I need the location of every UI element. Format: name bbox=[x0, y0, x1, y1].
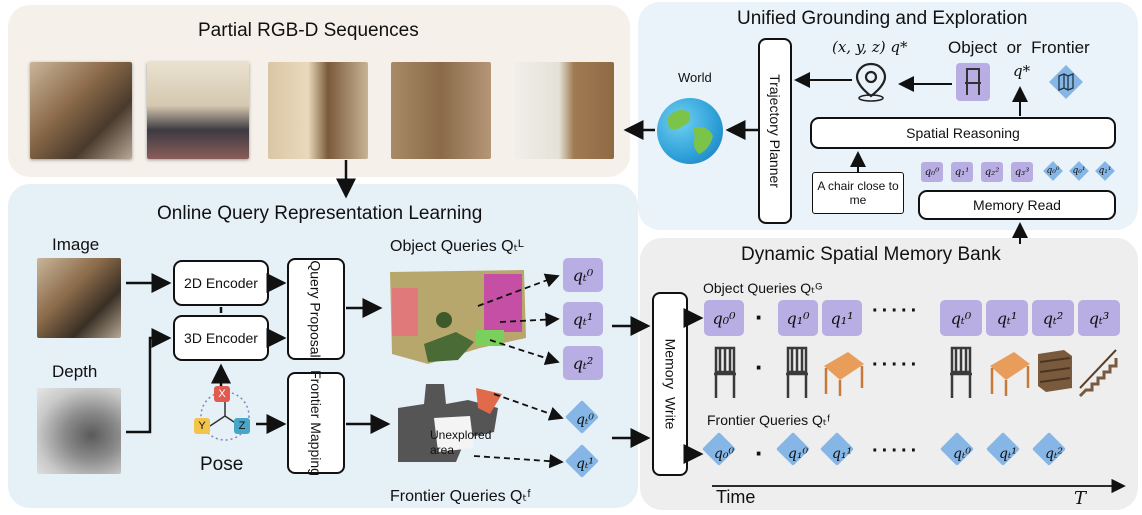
dyn-frontier-query-5: qₜ¹ bbox=[988, 434, 1028, 474]
rgbd-frame-5 bbox=[514, 62, 614, 159]
dyn-frontier-query-3: q₁¹ bbox=[822, 434, 862, 474]
small-object-query-3: q₂² bbox=[981, 162, 1003, 182]
table-icon-1 bbox=[820, 346, 866, 403]
map-frontier-icon bbox=[1046, 62, 1086, 102]
input-image bbox=[37, 258, 121, 338]
unified-title: Unified Grounding and Exploration bbox=[737, 8, 1028, 29]
dyn-object-query-7: qₜ³ bbox=[1078, 300, 1120, 336]
instruction-box: A chair close to me bbox=[812, 172, 904, 214]
frontier-mapping-box: Frontier Mapping bbox=[287, 370, 345, 476]
query-proposal-box: Query Proposal bbox=[287, 258, 345, 360]
time-label: Time bbox=[716, 487, 756, 507]
small-frontier-query-2: q₀¹ bbox=[1070, 162, 1088, 180]
dyn-frontier-query-1: q₀⁰ bbox=[704, 434, 744, 474]
depth-label: Depth bbox=[52, 362, 98, 381]
chair-icon-3 bbox=[944, 344, 978, 405]
globe-icon bbox=[657, 98, 723, 164]
memory-write-label: Memory Write bbox=[662, 338, 678, 430]
rgbd-frame-1 bbox=[30, 62, 132, 159]
object-queries-label: Object Queries Qₜᴸ bbox=[390, 238, 524, 255]
query-proposal-label: Query Proposal bbox=[308, 260, 324, 358]
small-frontier-query-3: q₁¹ bbox=[1096, 162, 1114, 180]
rgbd-frame-3 bbox=[268, 62, 368, 159]
dyn-object-query-3: q₁¹ bbox=[822, 300, 862, 336]
dyn-dots-1: ····· bbox=[872, 300, 921, 322]
partial-rgbd-title: Partial RGB-D Sequences bbox=[198, 20, 419, 41]
dyn-object-query-4: qₜ⁰ bbox=[940, 300, 982, 336]
trajectory-planner-label: Trajectory Planner bbox=[767, 74, 784, 188]
dresser-icon bbox=[1034, 346, 1074, 401]
dyn-frontier-query-6: qₜ² bbox=[1034, 434, 1074, 474]
pose-label: Pose bbox=[200, 454, 244, 475]
memory-write-box: Memory Write bbox=[652, 292, 688, 476]
object-query-2: qₜ¹ bbox=[563, 302, 603, 336]
table-icon-2 bbox=[986, 346, 1032, 403]
small-object-query-1: q₀⁰ bbox=[921, 162, 943, 182]
dyn-dots-2: ····· bbox=[872, 354, 921, 376]
online-title: Online Query Representation Learning bbox=[157, 203, 483, 224]
frontier-query-1: qₜ⁰ bbox=[567, 402, 603, 438]
memory-read-box: Memory Read bbox=[918, 190, 1116, 220]
dyn-object-query-2: q₁⁰ bbox=[778, 300, 818, 336]
spatial-reasoning-box: Spatial Reasoning bbox=[810, 117, 1116, 149]
small-object-query-4: q₃³ bbox=[1011, 162, 1033, 182]
dyn-dot-1: · bbox=[755, 302, 764, 332]
frontier-queries-label: Frontier Queries Qₜᶠ bbox=[390, 488, 531, 505]
dynamic-title: Dynamic Spatial Memory Bank bbox=[741, 244, 1001, 265]
trajectory-planner-box: Trajectory Planner bbox=[758, 38, 792, 224]
image-label: Image bbox=[52, 235, 100, 254]
dyn-object-query-6: qₜ² bbox=[1032, 300, 1074, 336]
dyn-dot-2: · bbox=[755, 352, 764, 382]
small-object-query-2: q₁¹ bbox=[951, 162, 973, 182]
object-query-1: qₜ⁰ bbox=[563, 258, 603, 292]
dyn-frontier-query-4: qₜ⁰ bbox=[942, 434, 982, 474]
dyn-frontier-query-2: q₁⁰ bbox=[778, 434, 818, 474]
dyn-object-query-5: qₜ¹ bbox=[986, 300, 1028, 336]
chair-icon-1 bbox=[708, 344, 742, 405]
small-frontier-query-1: q₀⁰ bbox=[1044, 162, 1062, 180]
q-star-label: q* bbox=[1013, 62, 1031, 80]
pose-x-icon: X bbox=[214, 386, 230, 402]
location-label: (x, y, z) q* bbox=[832, 38, 908, 56]
chair-icon-2 bbox=[780, 344, 814, 405]
dyn-object-queries-label: Object Queries Qₜᴳ bbox=[703, 280, 823, 296]
frontier-map bbox=[394, 378, 514, 468]
unexplored-area-label: Unexplored area bbox=[430, 428, 492, 457]
dyn-dots-3: ····· bbox=[872, 440, 921, 462]
input-depth bbox=[37, 388, 121, 474]
object-pointcloud bbox=[384, 264, 530, 374]
chair-query-icon bbox=[956, 63, 990, 101]
frontier-query-2: qₜ¹ bbox=[567, 446, 603, 482]
frontier-mapping-label: Frontier Mapping bbox=[308, 370, 325, 476]
location-pin-icon bbox=[853, 60, 889, 107]
dyn-object-query-1: q₀⁰ bbox=[704, 300, 744, 336]
world-label: World bbox=[678, 70, 712, 85]
encoder-2d-box: 2D Encoder bbox=[173, 260, 269, 306]
time-end-label: T bbox=[1074, 488, 1087, 509]
pose-z-icon: Z bbox=[234, 418, 250, 434]
dyn-frontier-queries-label: Frontier Queries Qₜᶠ bbox=[707, 412, 831, 428]
stairs-icon bbox=[1076, 346, 1122, 405]
pose-y-icon: Y bbox=[194, 418, 210, 434]
rgbd-frame-2 bbox=[147, 62, 249, 159]
dyn-dot-3: · bbox=[755, 438, 764, 468]
rgbd-frame-4 bbox=[391, 62, 491, 159]
object-or-frontier-label: Object or Frontier bbox=[948, 38, 1090, 57]
encoder-3d-box: 3D Encoder bbox=[173, 315, 269, 361]
object-query-3: qₜ² bbox=[563, 346, 603, 380]
